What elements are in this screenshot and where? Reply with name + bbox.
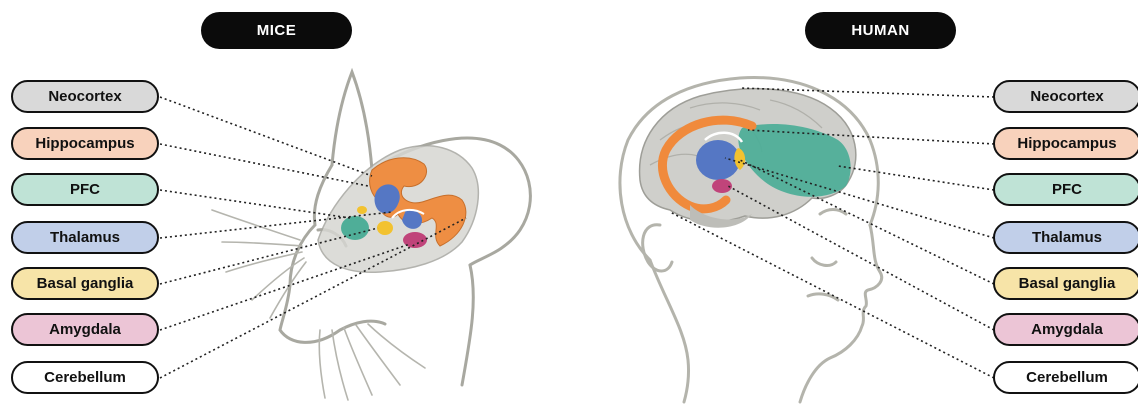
- human-label-cerebellum: Cerebellum: [993, 361, 1138, 394]
- mice-label-pfc: PFC: [11, 173, 159, 206]
- human-label-neocortex: Neocortex: [993, 80, 1138, 113]
- human-label-thalamus: Thalamus: [993, 221, 1138, 254]
- mice-label-cerebellum: Cerebellum: [11, 361, 159, 394]
- human-label-amygdala: Amygdala: [993, 313, 1138, 346]
- mice-label-amygdala: Amygdala: [11, 313, 159, 346]
- mouse-brain: [318, 146, 478, 273]
- mice-label-neocortex: Neocortex: [11, 80, 159, 113]
- human-label-basal-ganglia: Basal ganglia: [993, 267, 1138, 300]
- mice-label-thalamus: Thalamus: [11, 221, 159, 254]
- mice-label-basal-ganglia: Basal ganglia: [11, 267, 159, 300]
- human-brain: [640, 89, 856, 228]
- mice-label-hippocampus: Hippocampus: [11, 127, 159, 160]
- human-label-pfc: PFC: [993, 173, 1138, 206]
- human-label-hippocampus: Hippocampus: [993, 127, 1138, 160]
